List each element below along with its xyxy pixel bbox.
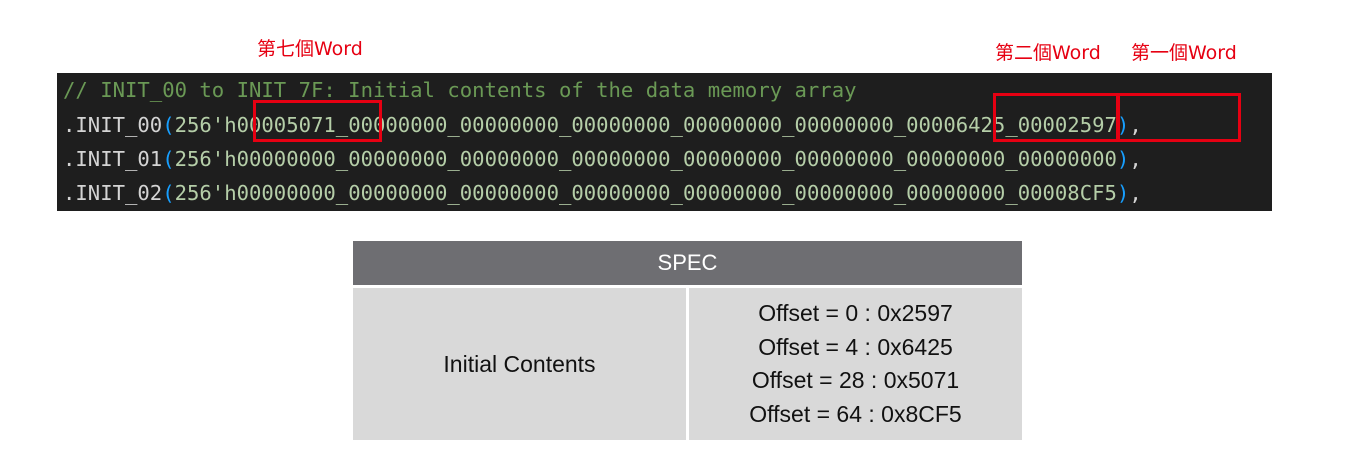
value-width: 256'h: [174, 113, 237, 137]
seventh-word-highlight-box: [253, 100, 382, 142]
init-prefix: .INIT_02: [63, 181, 163, 205]
second-word-highlight-box: [993, 93, 1119, 142]
spec-table-header: SPEC: [353, 241, 1022, 285]
init-prefix: .INIT_00: [63, 113, 163, 137]
code-line-init-00: .INIT_00(256'h00005071_00000000_00000000…: [63, 109, 1142, 141]
open-paren: (: [162, 147, 175, 171]
spec-initial-contents-label: Initial Contents: [353, 288, 686, 440]
second-word-label: 第二個Word: [995, 42, 1101, 64]
seventh-word-label: 第七個Word: [257, 38, 363, 60]
first-word-label: 第一個Word: [1131, 42, 1237, 64]
value-width: 256'h: [174, 147, 237, 171]
open-paren: (: [162, 113, 175, 137]
close-paren: ): [1116, 113, 1130, 137]
spec-label-text: Initial Contents: [443, 350, 596, 377]
spec-offset-row: Offset = 64 : 0x8CF5: [749, 400, 962, 427]
init-prefix: .INIT_01: [63, 147, 163, 171]
trailing-comma: ,: [1129, 147, 1142, 171]
spec-offset-row: Offset = 4 : 0x6425: [758, 333, 953, 360]
trailing-comma: ,: [1129, 181, 1142, 205]
close-paren: ): [1116, 181, 1130, 205]
value-width: 256'h: [174, 181, 237, 205]
code-line-init-01: .INIT_01(256'h00000000_00000000_00000000…: [63, 143, 1142, 175]
trailing-comma: ,: [1129, 113, 1142, 137]
init-value: 00000000_00000000_00000000_00000000_0000…: [236, 181, 1117, 205]
init-value: 00005071_00000000_00000000_00000000_0000…: [236, 113, 1117, 137]
close-paren: ): [1116, 147, 1130, 171]
spec-offset-row: Offset = 28 : 0x5071: [751, 367, 960, 393]
code-line-init-02: .INIT_02(256'h00000000_00000000_00000000…: [63, 177, 1142, 209]
init-value: 00000000_00000000_00000000_00000000_0000…: [236, 147, 1117, 171]
code-comment-line: // INIT_00 to INIT_7F: Initial contents …: [63, 78, 857, 102]
code-editor-panel: // INIT_00 to INIT_7F: Initial contents …: [57, 73, 1272, 211]
first-word-highlight-box: [1117, 93, 1241, 142]
spec-offsets-cell: Offset = 0 : 0x2597 Offset = 4 : 0x6425 …: [689, 288, 1022, 440]
spec-offset-row: Offset = 0 : 0x2597: [758, 300, 953, 326]
open-paren: (: [162, 181, 175, 205]
